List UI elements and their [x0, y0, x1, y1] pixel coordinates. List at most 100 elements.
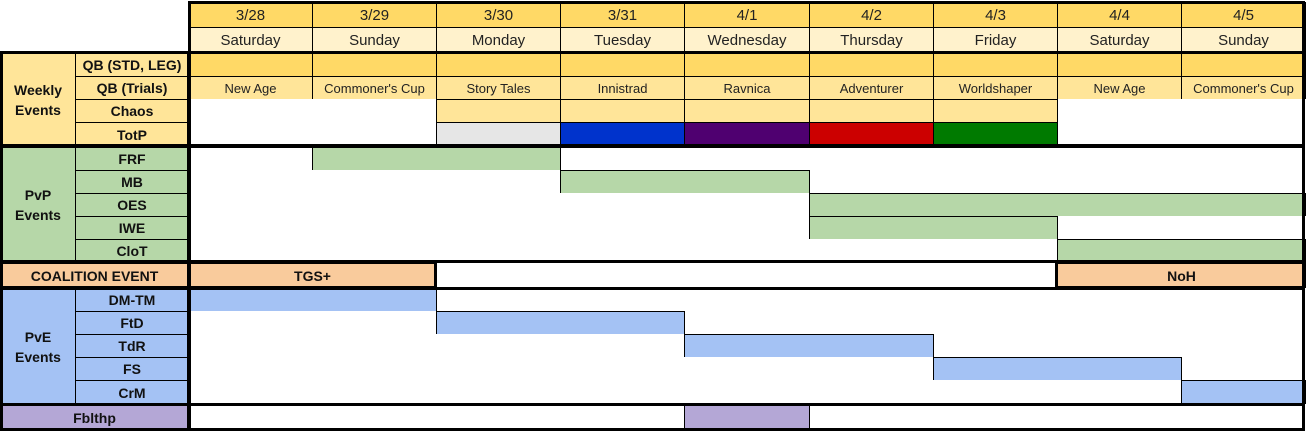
empty-cell	[188, 170, 313, 194]
day-weekday-header: Monday	[436, 27, 561, 53]
event-bar[interactable]: TGS+	[188, 262, 437, 289]
day-weekday-header: Thursday	[809, 27, 934, 53]
event-bar[interactable]: Adventurer	[809, 76, 934, 100]
event-bar[interactable]	[188, 52, 313, 77]
empty-cell	[933, 334, 1058, 358]
event-bar[interactable]	[933, 52, 1058, 77]
event-bar[interactable]	[560, 99, 685, 123]
empty-cell	[436, 334, 561, 358]
empty-cell	[560, 334, 685, 358]
empty-cell	[1057, 99, 1182, 123]
empty-cell	[188, 146, 313, 171]
event-bar[interactable]: Ravnica	[684, 76, 810, 100]
event-bar[interactable]	[684, 99, 810, 123]
day-weekday-header: Tuesday	[560, 27, 685, 53]
day-date-header: 4/4	[1057, 2, 1182, 28]
event-bar[interactable]: New Age	[1057, 76, 1182, 100]
empty-cell	[809, 170, 934, 194]
day-weekday-header: Sunday	[1181, 27, 1306, 53]
event-bar[interactable]	[560, 170, 810, 194]
empty-cell	[809, 262, 934, 289]
event-bar[interactable]	[312, 52, 437, 77]
empty-cell	[933, 146, 1058, 171]
group-label: Weekly Events	[0, 52, 76, 147]
empty-cell	[312, 193, 437, 217]
event-bar[interactable]	[684, 122, 810, 147]
event-bar[interactable]	[1181, 380, 1306, 405]
empty-cell	[1181, 404, 1306, 431]
empty-cell	[684, 288, 810, 312]
event-bar[interactable]	[684, 334, 934, 358]
event-bar[interactable]: NoH	[1057, 262, 1306, 289]
event-bar[interactable]	[1057, 52, 1182, 77]
event-bar[interactable]	[933, 99, 1058, 123]
event-bar[interactable]	[684, 52, 810, 77]
event-bar[interactable]	[1057, 239, 1306, 263]
event-bar[interactable]	[436, 122, 561, 147]
empty-cell	[188, 311, 313, 335]
empty-cell	[312, 99, 437, 123]
empty-cell	[1181, 170, 1306, 194]
event-bar[interactable]	[312, 146, 561, 171]
empty-cell	[809, 239, 934, 263]
event-bar[interactable]: Commoner's Cup	[1181, 76, 1306, 100]
day-date-header: 3/29	[312, 2, 437, 28]
empty-cell	[933, 380, 1058, 405]
empty-cell	[1057, 334, 1182, 358]
day-weekday-header: Saturday	[188, 27, 313, 53]
empty-cell	[560, 146, 685, 171]
empty-cell	[312, 334, 437, 358]
day-weekday-header: Wednesday	[684, 27, 810, 53]
empty-cell	[933, 262, 1058, 289]
empty-cell	[809, 404, 934, 431]
empty-cell	[560, 357, 685, 381]
empty-cell	[312, 311, 437, 335]
empty-cell	[1181, 146, 1306, 171]
event-bar[interactable]	[809, 52, 934, 77]
empty-cell	[809, 311, 934, 335]
empty-cell	[436, 193, 561, 217]
empty-cell	[436, 262, 561, 289]
event-bar[interactable]	[809, 99, 934, 123]
row-label: OES	[75, 193, 189, 217]
row-label: QB (Trials)	[75, 76, 189, 100]
event-bar[interactable]: Innistrad	[560, 76, 685, 100]
empty-cell	[1057, 122, 1182, 147]
event-bar[interactable]	[933, 122, 1058, 147]
event-bar[interactable]: New Age	[188, 76, 313, 100]
empty-cell	[188, 239, 313, 263]
event-bar[interactable]: Worldshaper	[933, 76, 1058, 100]
event-bar[interactable]	[809, 216, 1058, 240]
empty-cell	[188, 380, 313, 405]
empty-cell	[560, 262, 685, 289]
event-bar[interactable]	[436, 99, 561, 123]
empty-cell	[312, 404, 437, 431]
event-bar[interactable]	[933, 357, 1182, 381]
event-bar[interactable]	[188, 288, 437, 312]
event-bar[interactable]	[1181, 52, 1306, 77]
empty-cell	[436, 404, 561, 431]
row-label: DM-TM	[75, 288, 189, 312]
row-label: Chaos	[75, 99, 189, 123]
event-bar[interactable]	[436, 311, 685, 335]
empty-cell	[1057, 216, 1182, 240]
empty-cell	[436, 239, 561, 263]
empty-cell	[684, 146, 810, 171]
event-bar[interactable]	[560, 122, 685, 147]
event-bar[interactable]	[809, 122, 934, 147]
empty-cell	[312, 170, 437, 194]
event-bar[interactable]: Commoner's Cup	[312, 76, 437, 100]
empty-cell	[684, 216, 810, 240]
row-label: FtD	[75, 311, 189, 335]
day-weekday-header: Friday	[933, 27, 1058, 53]
event-bar[interactable]	[560, 52, 685, 77]
event-bar[interactable]	[809, 193, 1306, 217]
event-bar[interactable]	[436, 52, 561, 77]
event-bar[interactable]: Story Tales	[436, 76, 561, 100]
empty-cell	[188, 193, 313, 217]
event-bar[interactable]	[684, 404, 810, 431]
empty-cell	[436, 170, 561, 194]
empty-cell	[933, 288, 1058, 312]
empty-cell	[1057, 170, 1182, 194]
day-date-header: 4/2	[809, 2, 934, 28]
